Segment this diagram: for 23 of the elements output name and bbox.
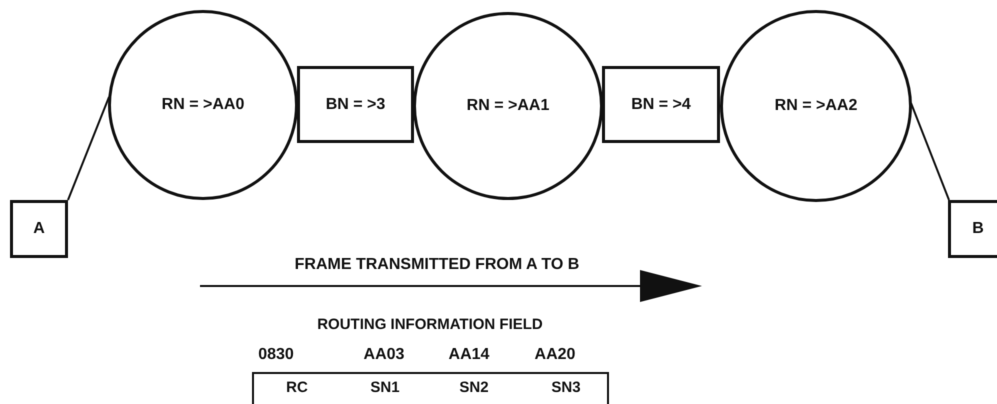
field-name: SN2 <box>459 379 489 396</box>
connector-line <box>67 96 110 200</box>
node-label: B <box>972 220 984 238</box>
arrow-caption: FRAME TRANSMITTED FROM A TO B <box>294 256 580 274</box>
station-box <box>10 200 68 258</box>
station-box <box>948 200 997 258</box>
node-label: BN = >4 <box>631 96 691 114</box>
hex-value: AA03 <box>364 346 404 364</box>
field-title: ROUTING INFORMATION FIELD <box>317 316 543 333</box>
hex-value: AA20 <box>534 346 576 364</box>
node-label: RN = >AA1 <box>466 97 550 115</box>
hex-value: 0830 <box>258 346 294 364</box>
connector-line <box>910 102 950 200</box>
node-label: A <box>33 220 45 238</box>
node-label: RN = >AA0 <box>162 96 244 114</box>
field-name: SN3 <box>551 379 581 396</box>
bridge-box <box>297 66 414 143</box>
hex-value: AA14 <box>448 346 490 364</box>
field-name: SN1 <box>370 379 400 396</box>
bridge-box <box>602 66 720 143</box>
node-label: BN = >3 <box>326 96 386 114</box>
node-label: RN = >AA2 <box>774 97 858 115</box>
field-name: RC <box>286 379 308 396</box>
